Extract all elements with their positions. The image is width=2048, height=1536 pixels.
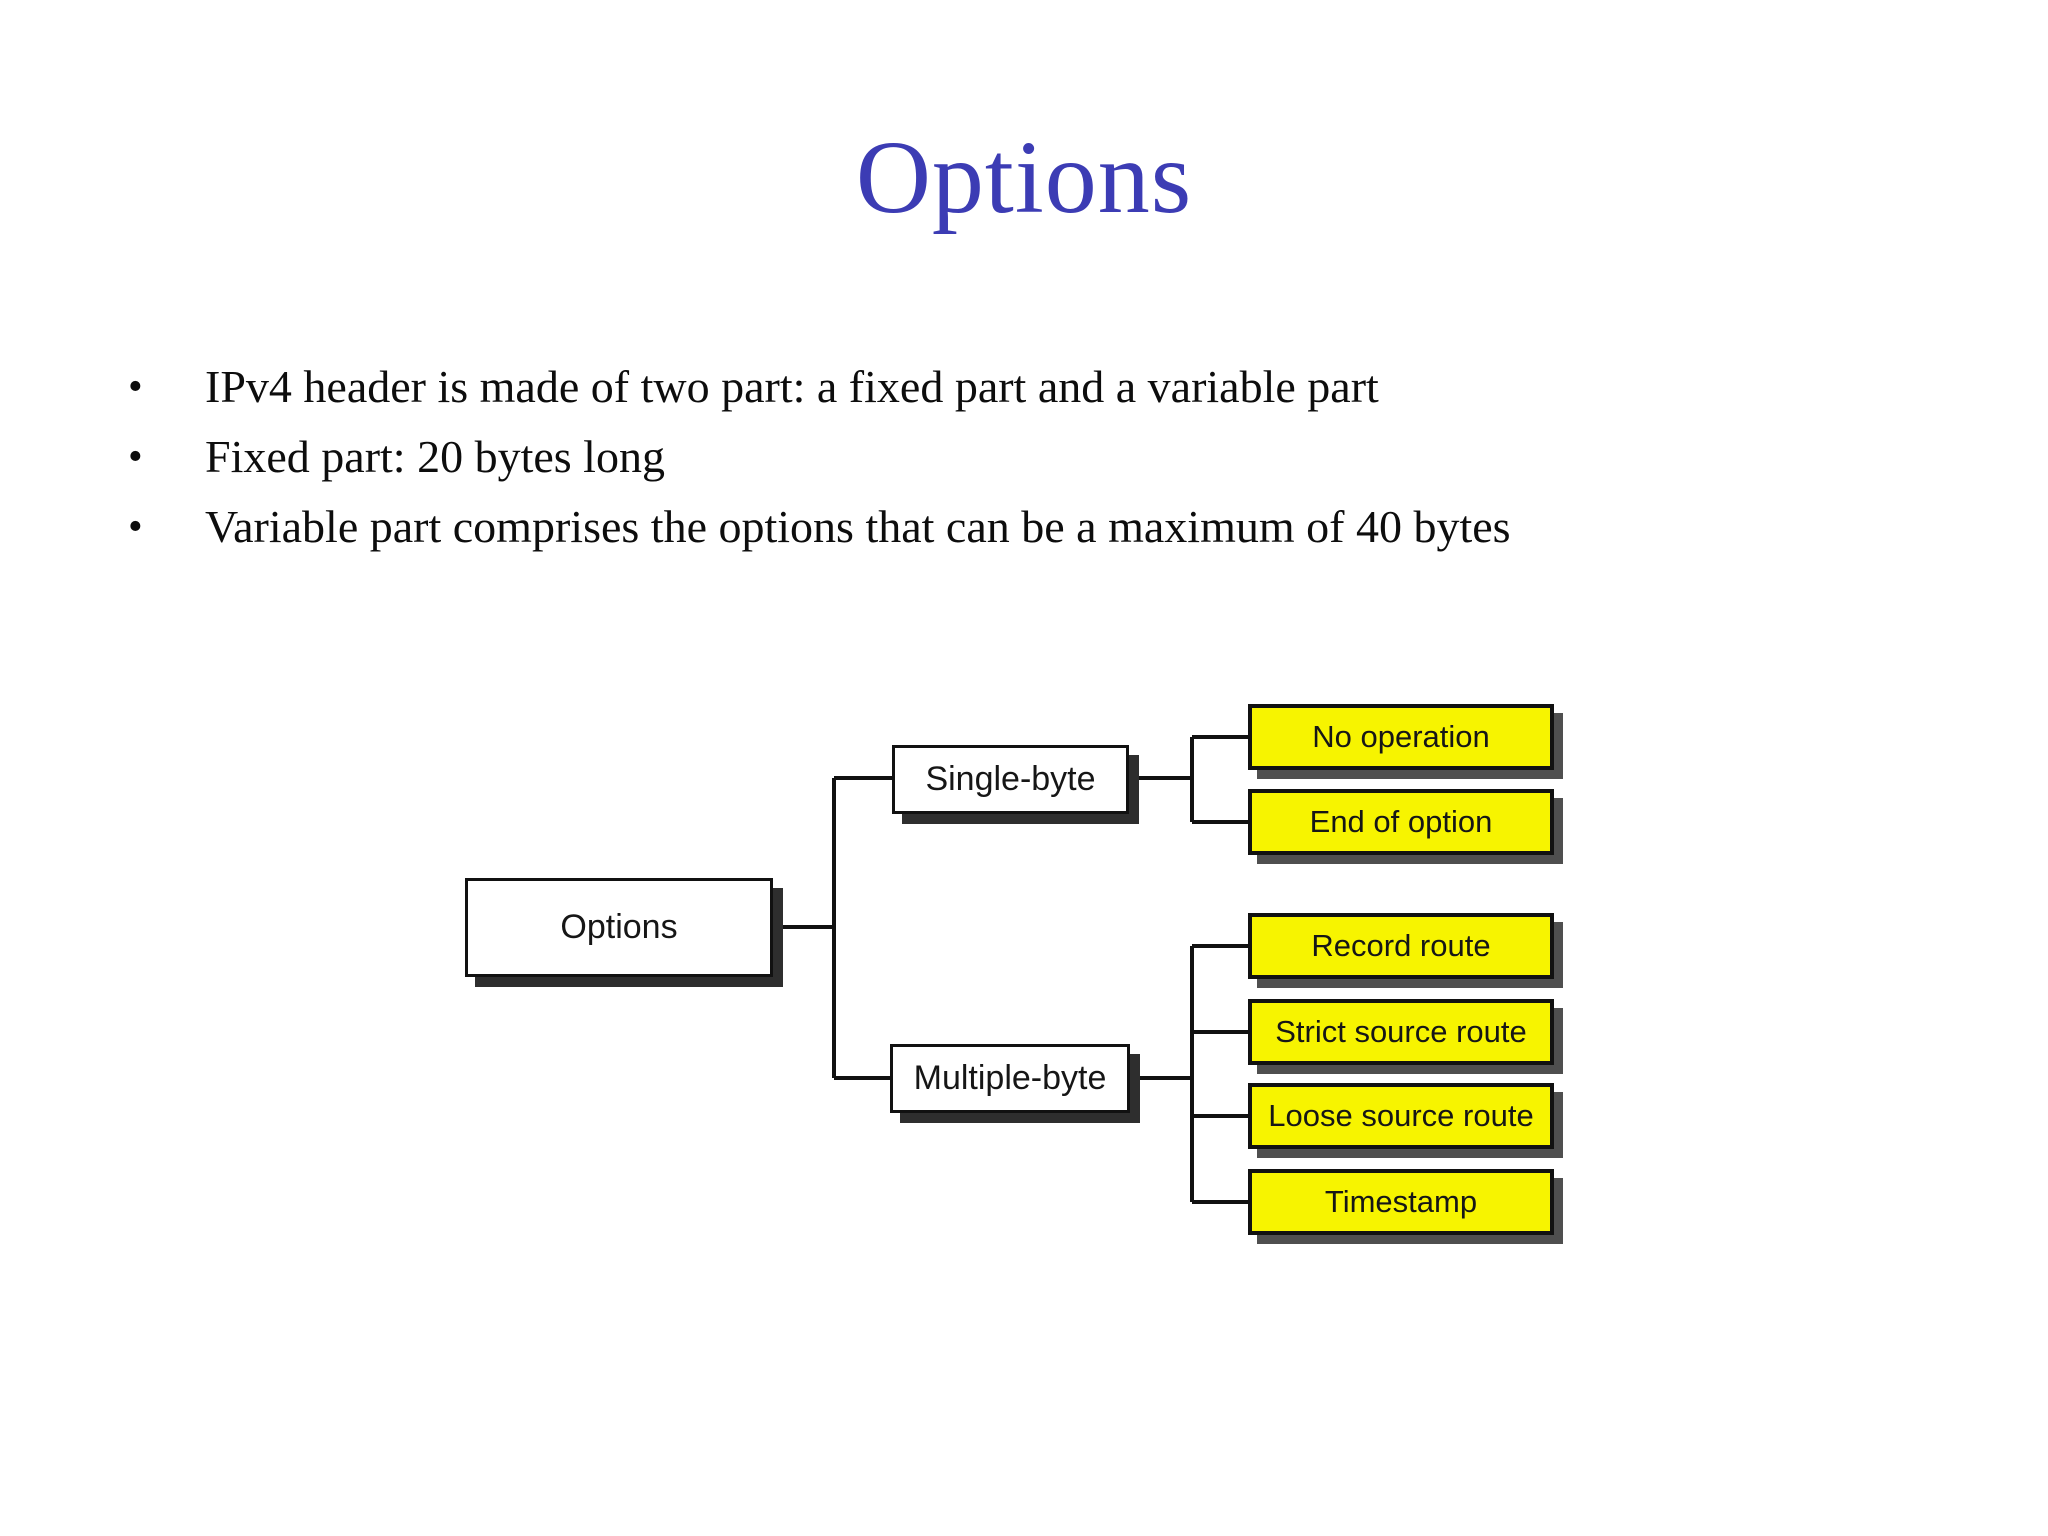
diagram-leaf-timestamp: Timestamp xyxy=(1248,1169,1554,1235)
bullet-item: Variable part comprises the options that… xyxy=(0,492,1940,562)
bullet-item: Fixed part: 20 bytes long xyxy=(0,422,1940,492)
leaf-label: Timestamp xyxy=(1324,1184,1478,1219)
diagram-node-single-byte: Single-byte xyxy=(892,745,1129,814)
slide-title: Options xyxy=(855,120,1193,235)
leaf-label: Loose source route xyxy=(1268,1098,1534,1133)
leaf-label: Record route xyxy=(1311,928,1491,963)
node-label: Multiple-byte xyxy=(913,1059,1107,1097)
diagram-leaf-no-operation: No operation xyxy=(1248,704,1554,770)
leaf-label: End of option xyxy=(1309,804,1493,839)
diagram-node-options: Options xyxy=(465,878,773,977)
bullet-text: IPv4 header is made of two part: a fixed… xyxy=(205,361,1379,412)
bullet-list: IPv4 header is made of two part: a fixed… xyxy=(0,352,1940,562)
leaf-label: No operation xyxy=(1312,719,1490,754)
node-label: Options xyxy=(560,908,678,946)
diagram-node-multiple-byte: Multiple-byte xyxy=(890,1044,1130,1113)
diagram-leaf-end-of-option: End of option xyxy=(1248,789,1554,855)
diagram-leaf-record-route: Record route xyxy=(1248,913,1554,979)
diagram-leaf-strict-source-route: Strict source route xyxy=(1248,999,1554,1065)
node-label: Single-byte xyxy=(925,760,1096,798)
leaf-label: Strict source route xyxy=(1275,1014,1527,1049)
diagram-leaf-loose-source-route: Loose source route xyxy=(1248,1083,1554,1149)
bullet-text: Variable part comprises the options that… xyxy=(205,501,1511,552)
bullet-item: IPv4 header is made of two part: a fixed… xyxy=(0,352,1940,422)
bullet-text: Fixed part: 20 bytes long xyxy=(205,431,665,482)
